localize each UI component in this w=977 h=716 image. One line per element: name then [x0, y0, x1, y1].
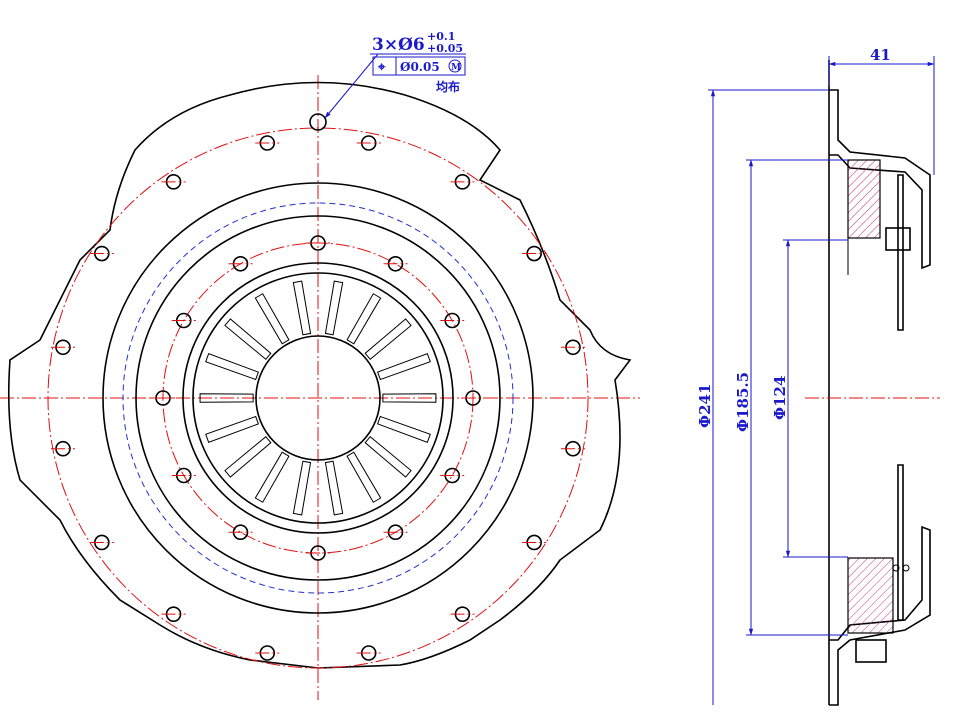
diaphragm-finger-slot — [292, 460, 312, 516]
finger-inner-circle — [255, 335, 381, 461]
fulcrum-rivet-upper — [885, 227, 911, 251]
diaphragm-spring-upper — [897, 174, 904, 331]
mmc-symbol: M — [451, 63, 461, 73]
diaphragm-finger-slot — [292, 280, 312, 336]
diaphragm-ring — [192, 272, 444, 524]
diaphragm-spring-lower — [897, 464, 904, 621]
dim-124-label: Φ124 — [771, 376, 789, 420]
annotation-leader — [324, 53, 379, 119]
tol-upper: +0.1 — [427, 30, 455, 43]
diaphragm-finger-slot — [376, 353, 431, 381]
diaphragm-finger-slot — [224, 318, 272, 360]
small-hole-b — [902, 564, 910, 572]
diaphragm-finger-slot — [364, 318, 412, 360]
diaphragm-finger-slot — [205, 353, 260, 381]
dim-1855-label: Φ185.5 — [734, 372, 752, 432]
pressure-plate-section-upper — [847, 159, 881, 239]
position-tolerance: Ø0.05 — [400, 60, 440, 74]
pressure-plate-section-lower — [847, 557, 894, 634]
diaphragm-outer — [182, 262, 454, 534]
diaphragm-finger-slot — [224, 436, 272, 478]
diaphragm-finger-slot — [199, 393, 254, 403]
dim-241-label: Φ241 — [696, 384, 714, 428]
feature-control-frame: ⌖ Ø0.05 M — [372, 56, 466, 76]
tol-lower: +0.05 — [427, 42, 463, 55]
fulcrum-rivet-lower — [855, 639, 887, 663]
position-symbol: ⌖ — [377, 60, 386, 75]
front-view — [0, 75, 640, 700]
diaphragm-finger-slot — [382, 393, 437, 403]
uniform-note: 均布 — [436, 79, 460, 94]
diaphragm-finger-slot — [324, 280, 344, 336]
diaphragm-finger-slot — [324, 460, 344, 516]
pressure-plate-ring — [135, 215, 501, 581]
diaphragm-finger-slot — [205, 415, 260, 443]
section-view: 41 Φ241 Φ185.5 Φ124 — [696, 46, 940, 706]
diaphragm-finger-slot — [346, 293, 382, 345]
diaphragm-finger-slot — [376, 415, 431, 443]
diaphragm-finger-slot — [346, 451, 382, 503]
cover-ring-outer — [102, 182, 534, 614]
diaphragm-finger-slot — [254, 451, 290, 503]
rivet-pitch-circle — [47, 127, 589, 669]
dim-41-label: 41 — [870, 46, 891, 64]
small-hole-a — [892, 564, 900, 572]
diaphragm-finger-slot — [364, 436, 412, 478]
locating-hole-top — [309, 113, 327, 131]
hole-spec: 3×Ø6 — [372, 35, 425, 55]
cover-outer-outline — [7, 81, 632, 669]
hidden-circle-1 — [122, 202, 514, 594]
mounting-holes — [50, 135, 586, 661]
diaphragm-fingers — [199, 280, 437, 516]
diaphragm-finger-slot — [254, 293, 290, 345]
